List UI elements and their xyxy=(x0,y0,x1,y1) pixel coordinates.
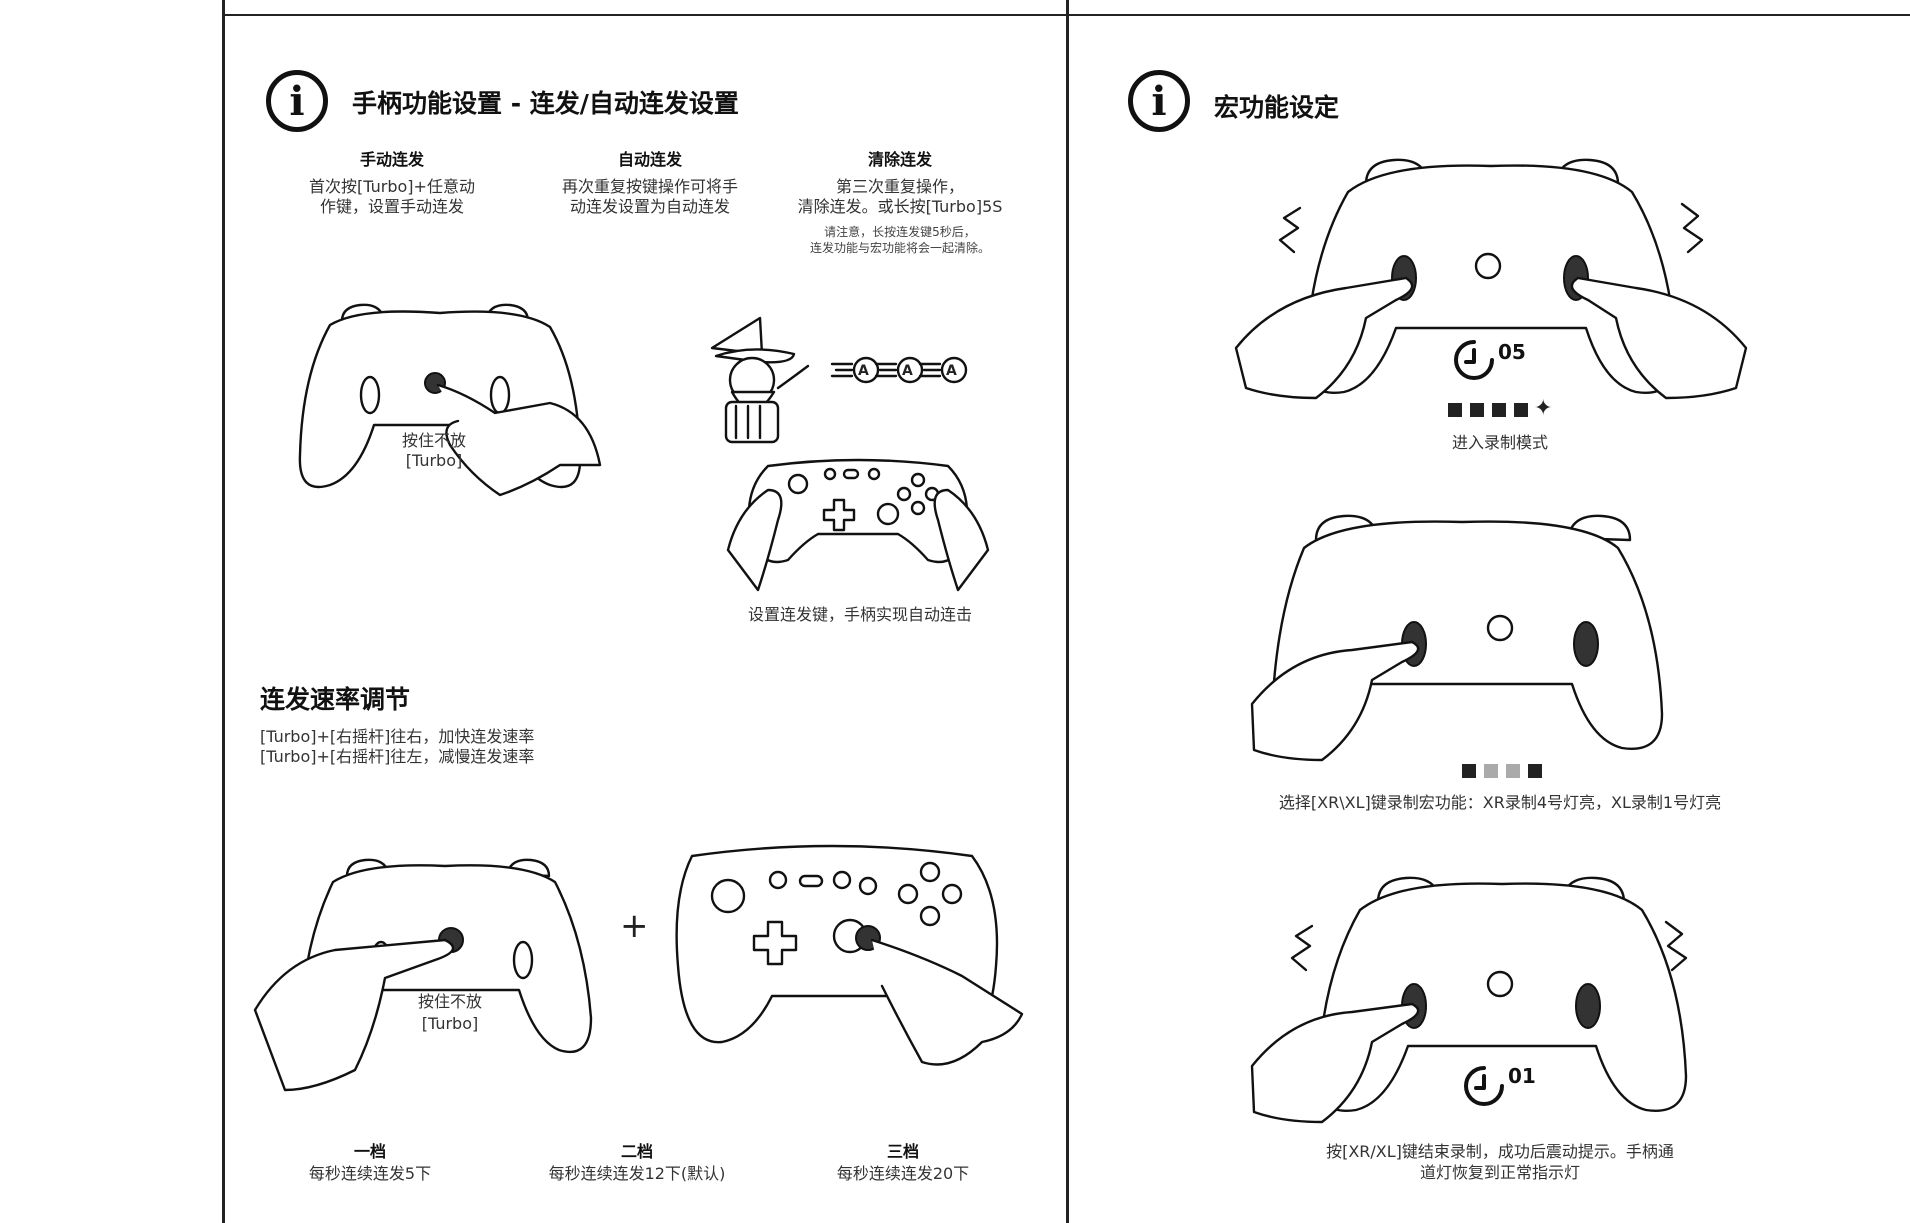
timer-icon-1 xyxy=(1454,340,1494,380)
column-heading-clear: 清除连发 xyxy=(867,150,932,169)
column-text-clear-2: 清除连发。或长按[Turbo]5S xyxy=(797,197,1003,216)
hold-turbo-label-4: [Turbo] xyxy=(421,1014,479,1033)
macro-title: 宏功能设定 xyxy=(1214,93,1340,122)
auto-fire-caption: 设置连发键，手柄实现自动连击 xyxy=(747,605,972,624)
page-title: 手柄功能设置 - 连发/自动连发设置 xyxy=(352,89,739,118)
notice-line-2: 连发功能与宏功能将会一起清除。 xyxy=(809,241,990,255)
level-1-desc: 每秒连续连发5下 xyxy=(308,1164,432,1183)
level-3-desc: 每秒连续连发20下 xyxy=(836,1164,970,1183)
center-divider xyxy=(1066,0,1069,1223)
hold-turbo-label-2: [Turbo] xyxy=(405,451,463,470)
column-heading-manual: 手动连发 xyxy=(359,150,424,169)
macro-step3-controller xyxy=(1250,876,1688,1124)
timer-icon-2 xyxy=(1464,1066,1504,1106)
led-indicator-row-1: ✦ xyxy=(1448,396,1568,421)
plus-sign: + xyxy=(620,906,649,946)
level-3-name: 三档 xyxy=(886,1142,919,1161)
rate-section-title: 连发速率调节 xyxy=(260,685,411,714)
wizard-illustration xyxy=(710,316,968,444)
column-text-manual-1: 首次按[Turbo]+任意动 xyxy=(309,177,475,196)
led-indicator-row-2 xyxy=(1462,764,1562,780)
info-icon: i xyxy=(266,70,328,132)
level-2-desc: 每秒连续连发12下(默认) xyxy=(548,1164,726,1183)
step3-caption-1: 按[XR/XL]键结束录制，成功后震动提示。手柄通 xyxy=(1326,1142,1674,1161)
level-1-name: 一档 xyxy=(353,1142,386,1161)
macro-step1-controller xyxy=(1234,158,1748,400)
step3-caption-2: 道灯恢复到正常指示灯 xyxy=(1419,1163,1580,1182)
hold-turbo-label-3: 按住不放 xyxy=(417,992,482,1011)
notice-line-1: 请注意，长按连发键5秒后， xyxy=(824,225,976,239)
level-2-name: 二档 xyxy=(620,1142,653,1161)
timer-readout-1: 05 xyxy=(1498,340,1526,364)
rate-line-1: [Turbo]+[右摇杆]往右，加快连发速率 xyxy=(260,727,535,746)
left-divider xyxy=(222,0,225,1223)
controller-back-illustration-2 xyxy=(253,858,593,1092)
sparkle-icon: ✦ xyxy=(1534,396,1553,421)
top-rule xyxy=(222,14,1910,16)
rate-line-2: [Turbo]+[右摇杆]往左，减慢连发速率 xyxy=(260,747,535,766)
step2-caption: 选择[XR\XL]键录制宏功能：XR录制4号灯亮，XL录制1号灯亮 xyxy=(1278,793,1722,812)
controller-back-illustration xyxy=(298,303,602,497)
timer-readout-2: 01 xyxy=(1508,1064,1536,1088)
controller-front-hands-illustration xyxy=(726,458,990,592)
a-button-icon-1: A xyxy=(858,363,869,379)
column-text-auto-2: 动连发设置为自动连发 xyxy=(569,197,730,216)
column-text-auto-1: 再次重复按键操作可将手 xyxy=(561,177,738,196)
step1-caption: 进入录制模式 xyxy=(1451,433,1548,452)
column-heading-auto: 自动连发 xyxy=(617,150,682,169)
controller-front-illustration xyxy=(675,844,1024,1066)
column-text-clear-1: 第三次重复操作， xyxy=(835,177,964,196)
a-button-icon-2: A xyxy=(902,363,913,379)
column-text-manual-2: 作键，设置手动连发 xyxy=(319,197,464,216)
info-icon-macro: i xyxy=(1128,70,1190,132)
macro-step2-controller xyxy=(1250,514,1664,762)
a-button-icon-3: A xyxy=(946,363,957,379)
hold-turbo-label-1: 按住不放 xyxy=(401,431,466,450)
